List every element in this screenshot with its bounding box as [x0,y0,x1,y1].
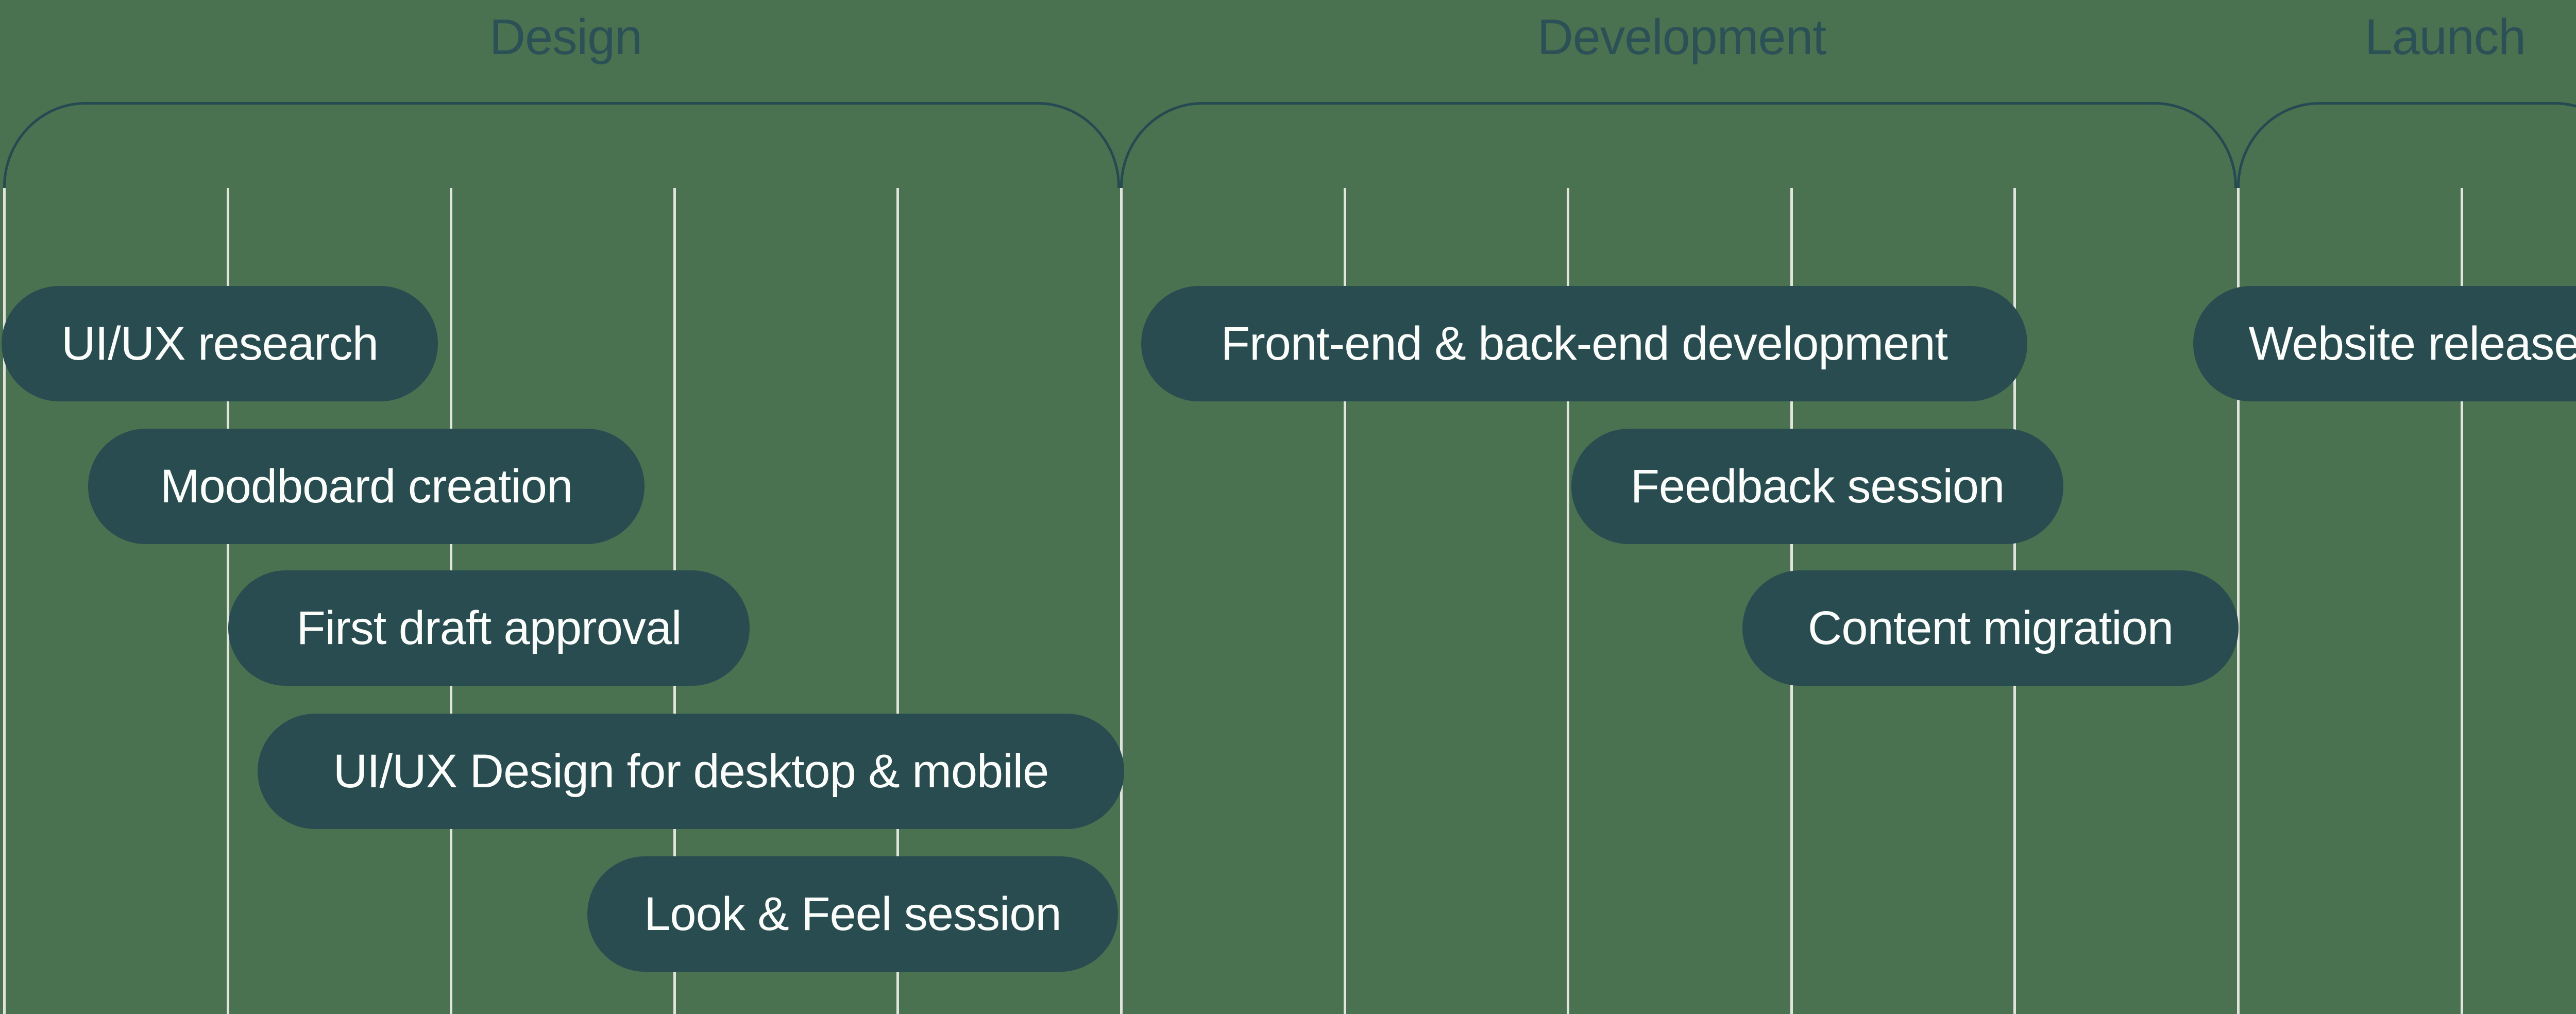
column-gridline [2237,188,2240,1014]
column-gridline [3,188,6,1014]
task-bar[interactable]: Look & Feel session [587,856,1118,972]
task-label: Front-end & back-end development [1221,317,1948,370]
column-gridline [1120,188,1123,1014]
task-label: Moodboard creation [160,460,573,513]
column-gridline [2461,188,2463,1014]
phase-bracket-launch [2237,102,2576,188]
column-gridline [1567,188,1569,1014]
task-label: Feedback session [1630,460,2005,513]
column-gridline [896,188,899,1014]
task-bar[interactable]: Content migration [1742,570,2239,686]
task-label: Content migration [1807,602,2174,654]
task-bar[interactable]: First draft approval [228,570,750,686]
task-label: Website release [2248,317,2576,370]
column-gridline [1344,188,1346,1014]
task-bar[interactable]: UI/UX Design for desktop & mobile [258,714,1124,829]
task-bar[interactable]: Website release [2193,286,2576,401]
task-label: Look & Feel session [644,888,1061,940]
phase-label-development: Development [1537,9,1827,65]
phase-label-launch: Launch [2364,9,2526,65]
task-bar[interactable]: Front-end & back-end development [1141,286,2027,401]
phase-bracket-development [1120,102,2237,188]
task-label: First draft approval [296,602,682,654]
task-label: UI/UX Design for desktop & mobile [333,745,1049,798]
task-bar[interactable]: UI/UX research [2,286,438,401]
task-bar[interactable]: Moodboard creation [88,429,645,544]
phase-bracket-design [3,102,1120,188]
phase-label-design: Design [489,9,642,65]
column-gridline [227,188,229,1014]
task-bar[interactable]: Feedback session [1571,429,2063,544]
task-label: UI/UX research [61,317,379,370]
